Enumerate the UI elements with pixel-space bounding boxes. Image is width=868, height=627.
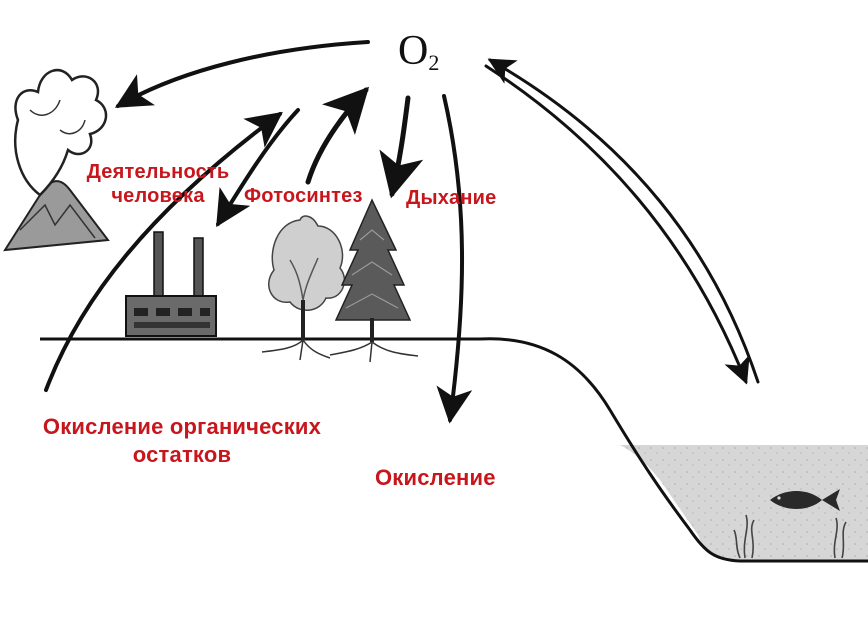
- label-human-activity-line2: человека: [111, 185, 205, 207]
- arrow-human-activity: [216, 108, 300, 228]
- oxygen-symbol: O2: [398, 28, 440, 75]
- conifer-tree-icon: [334, 198, 412, 342]
- arrow-to-volcano: [114, 40, 370, 108]
- arrow-respiration: [379, 95, 424, 199]
- cycle-arrows: [44, 40, 760, 424]
- arrow-oxidation: [436, 94, 473, 424]
- label-organic-oxidation-line2: остатков: [132, 442, 232, 467]
- arrow-to-water: [484, 64, 750, 385]
- volcano-icon: [3, 68, 110, 252]
- label-photosynthesis: Фотосинтез: [244, 185, 363, 207]
- label-human-activity-line1: Деятельность: [86, 161, 230, 183]
- arrow-organic-oxidation: [44, 111, 283, 392]
- water-body: [620, 445, 868, 560]
- water-plant-icon: [733, 514, 847, 559]
- roots-icon: [261, 339, 419, 363]
- arrow-from-water: [487, 58, 760, 384]
- label-human-activity: Деятельность человека: [72, 160, 244, 208]
- fish-icon: [770, 489, 840, 511]
- arrow-photosynthesis: [305, 86, 370, 185]
- label-respiration: Дыхание: [406, 187, 497, 209]
- deciduous-tree-icon: [268, 215, 346, 340]
- shore-line: [479, 337, 868, 563]
- label-oxidation: Окисление: [375, 465, 496, 490]
- factory-icon: [125, 231, 217, 337]
- label-organic-oxidation-line1: Окисление органических: [42, 414, 322, 439]
- label-organic-oxidation: Окисление органических остатков: [0, 413, 364, 469]
